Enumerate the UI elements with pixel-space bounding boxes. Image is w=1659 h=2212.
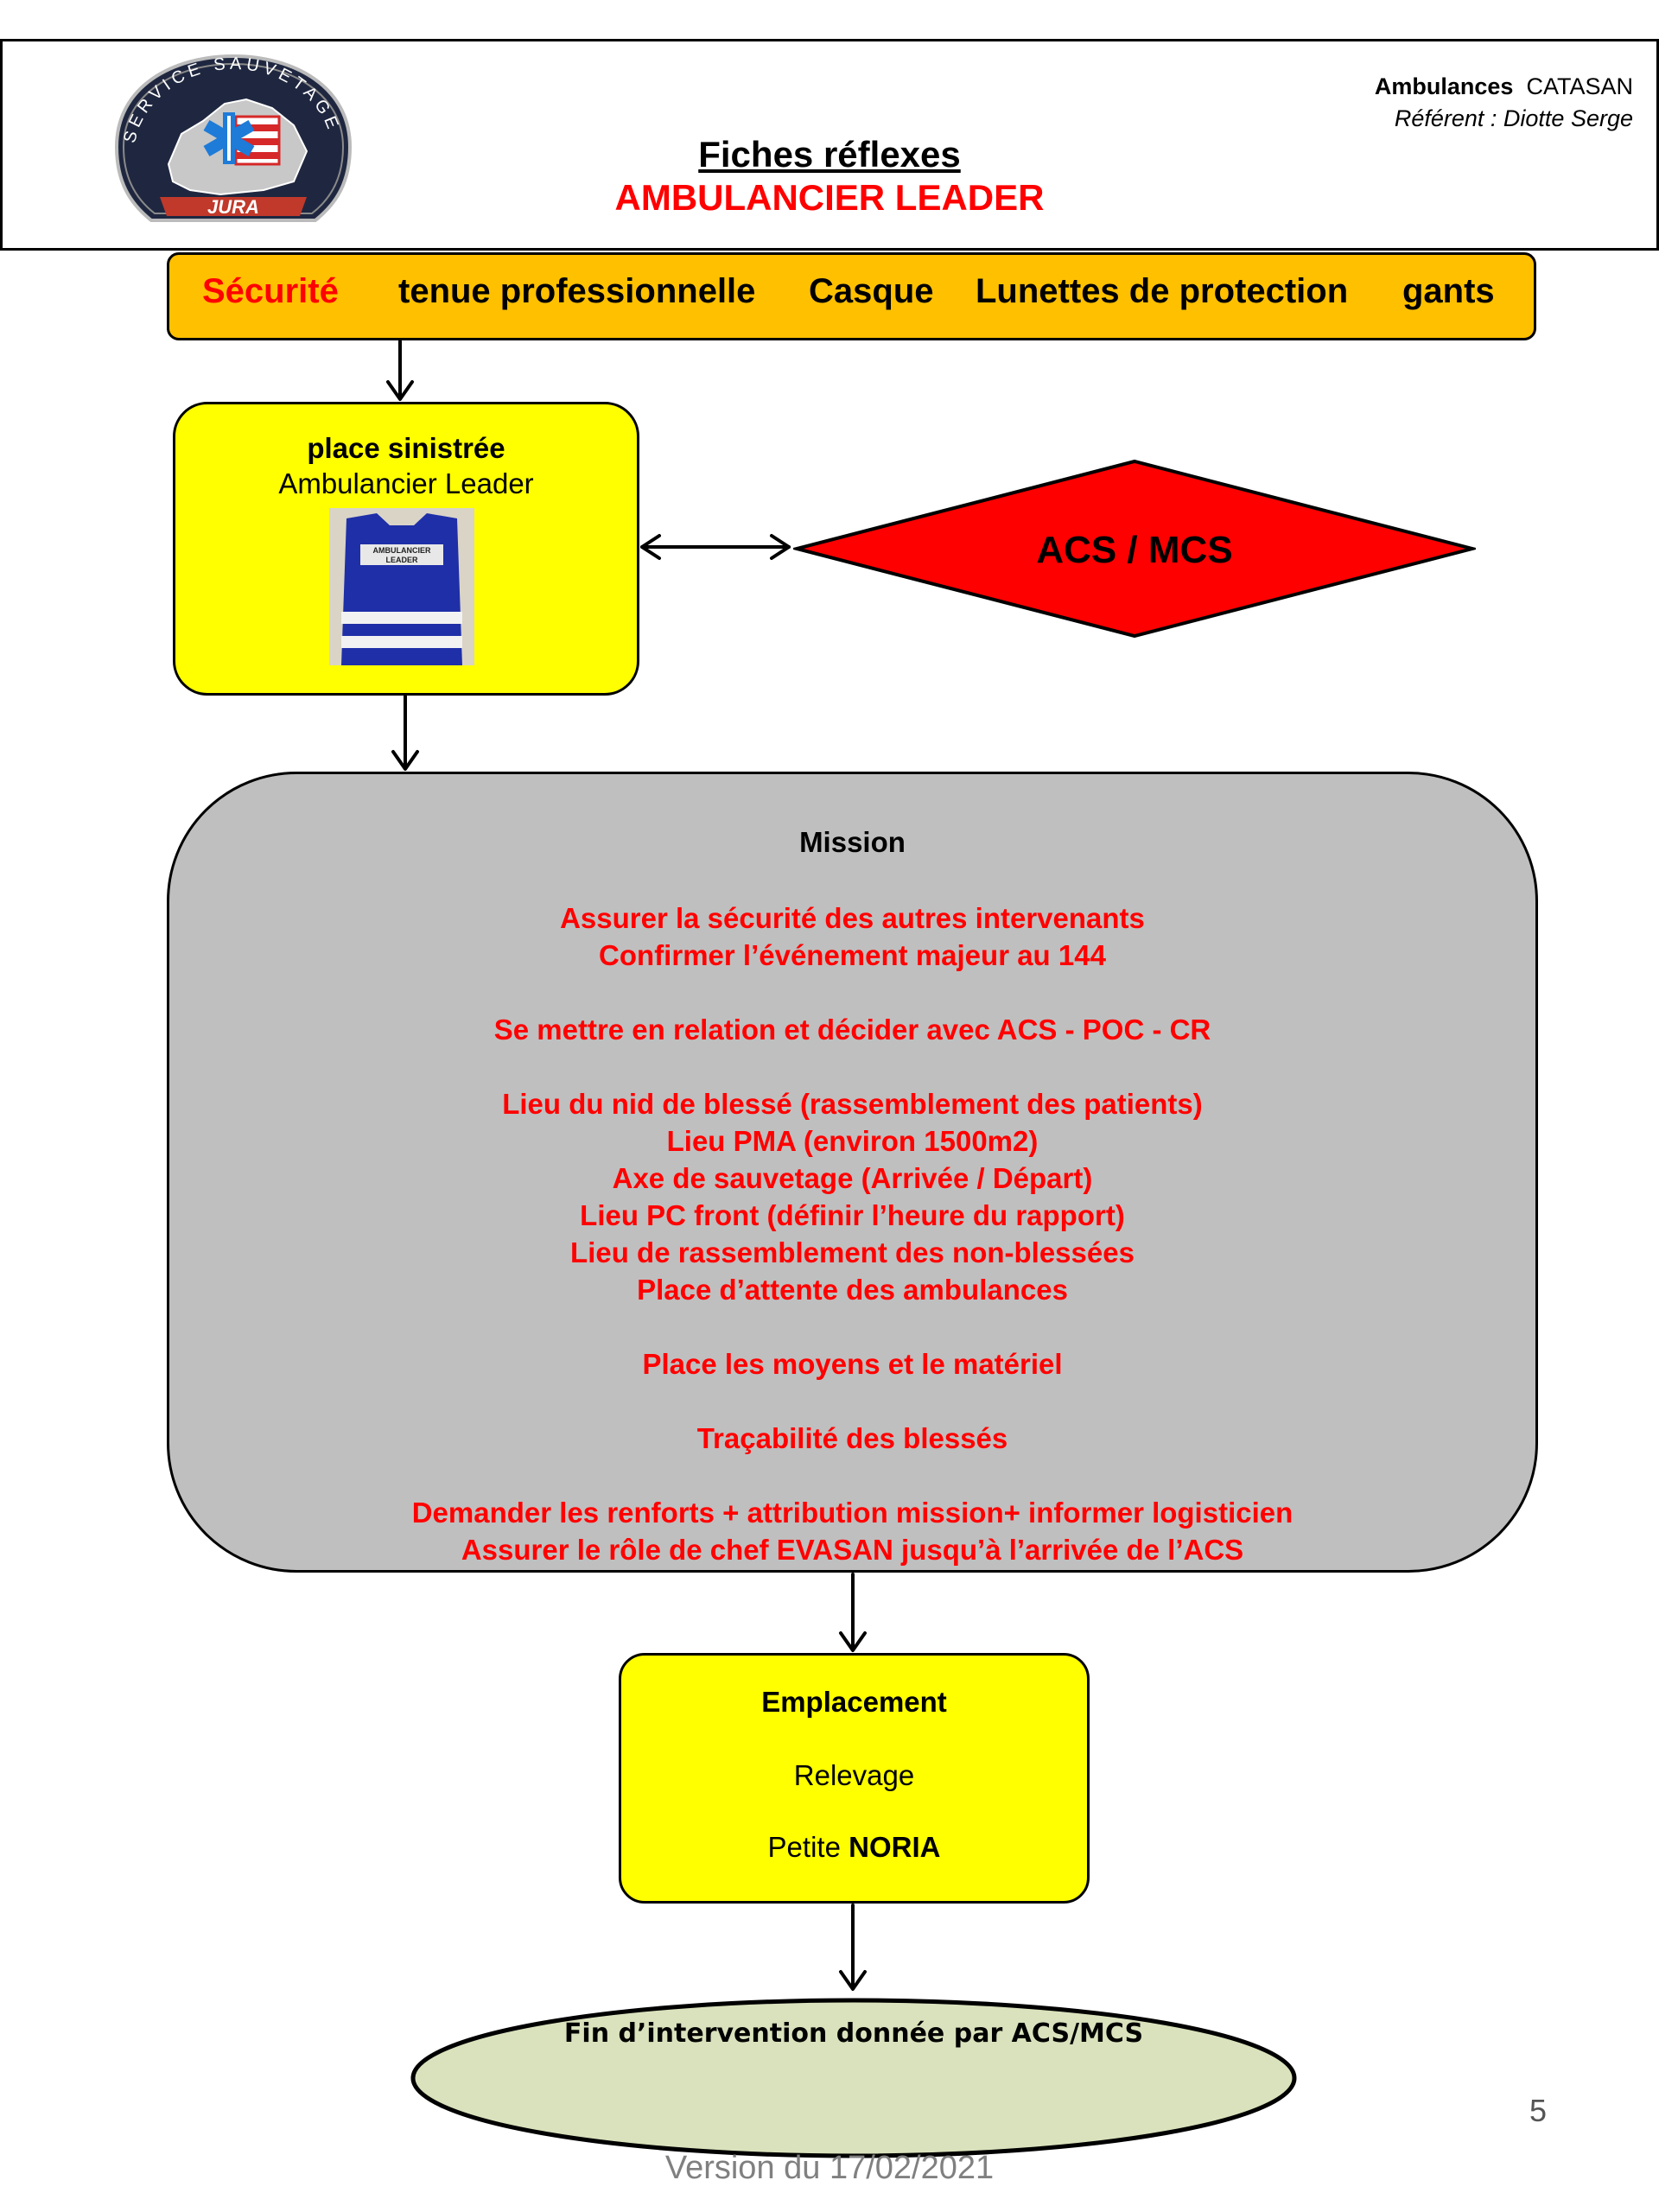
emplacement-box: Emplacement Relevage Petite NORIA [619,1653,1090,1904]
referent-name: Référent : Diotte Serge [1394,105,1633,131]
end-of-intervention-ellipse [410,1998,1297,2158]
safety-label: Sécurité [202,272,339,310]
mission-line [169,1048,1535,1085]
mission-line: Assurer le rôle de chef EVASAN jusqu’à l… [461,1534,1244,1566]
mission-line: Lieu du nid de blessé (rassemblement des… [502,1088,1203,1120]
organization-name-bold: Ambulances [1374,73,1514,99]
mission-line: Axe de sauvetage (Arrivée / Départ) [612,1162,1093,1194]
mission-line: Place les moyens et le matériel [642,1348,1063,1380]
arrow-mission-to-emplacement [839,1573,867,1652]
acs-mcs-label: ACS / MCS [1036,529,1233,571]
mission-line [169,1382,1535,1420]
arrow-safety-to-place [386,340,414,401]
emplacement-noria-bold: NORIA [849,1831,941,1863]
safety-item-uniform: tenue professionnelle [398,272,756,310]
document-subtitle: AMBULANCIER LEADER [614,177,1045,218]
mission-line: Confirmer l’événement majeur au 144 [599,939,1106,971]
svg-text:AMBULANCIER: AMBULANCIER [373,546,431,555]
mission-line: Place d’attente des ambulances [637,1274,1068,1306]
place-subtitle: Ambulancier Leader [278,467,534,499]
place-title: place sinistrée [307,432,505,464]
arrow-place-to-mission [391,695,419,771]
leader-vest-photo: AMBULANCIER LEADER [329,508,474,665]
svg-text:JURA: JURA [207,196,259,218]
mission-line: Lieu PC front (définir l’heure du rappor… [580,1199,1125,1231]
organization-name: Ambulances CATASAN [1375,73,1633,100]
end-of-intervention-label: Fin d’intervention donnée par ACS/MCS [563,2018,1144,2049]
document-title: Fiches réflexes [698,134,961,175]
mission-box: Mission Assurer la sécurité des autres i… [167,772,1538,1573]
svg-text:LEADER: LEADER [385,556,418,564]
place-sinistree-box: place sinistrée Ambulancier Leader AMBUL… [173,402,639,696]
header-frame [0,39,1659,251]
acs-mcs-diamond [793,459,1476,639]
mission-line: Se mettre en relation et décider avec AC… [493,1014,1211,1046]
arrow-place-acs-bidirectional [640,534,791,560]
emplacement-noria: Petite NORIA [621,1831,1087,1864]
safety-bar: Sécurité tenue professionnelle Casque Lu… [167,252,1536,340]
mission-line: Demander les renforts + attribution miss… [411,1497,1294,1529]
mission-line: Traçabilité des blessés [696,1422,1008,1454]
safety-item-gloves: gants [1402,272,1495,310]
mission-line: Lieu de rassemblement des non-blessées [570,1236,1135,1268]
mission-line: Lieu PMA (environ 1500m2) [666,1125,1039,1157]
arrow-emplacement-to-end [839,1904,867,1991]
version-date: Version du 17/02/2021 [664,2150,995,2186]
mission-line [169,1457,1535,1494]
emplacement-relevage: Relevage [793,1759,915,1791]
emplacement-title: Emplacement [761,1686,947,1718]
mission-list: Assurer la sécurité des autres intervena… [169,899,1535,1568]
mission-line [169,974,1535,1011]
mission-title: Mission [799,826,906,858]
safety-item-goggles: Lunettes de protection [976,272,1349,310]
safety-item-helmet: Casque [809,272,934,310]
page-number: 5 [1529,2093,1548,2128]
mission-line: Assurer la sécurité des autres intervena… [560,902,1145,934]
service-sauvetage-jura-logo: SERVICE SAUVETAGE JURA [114,54,353,222]
mission-line [169,1308,1535,1345]
organization-name-regular: CATASAN [1526,73,1633,99]
emplacement-noria-prefix: Petite [767,1831,849,1863]
